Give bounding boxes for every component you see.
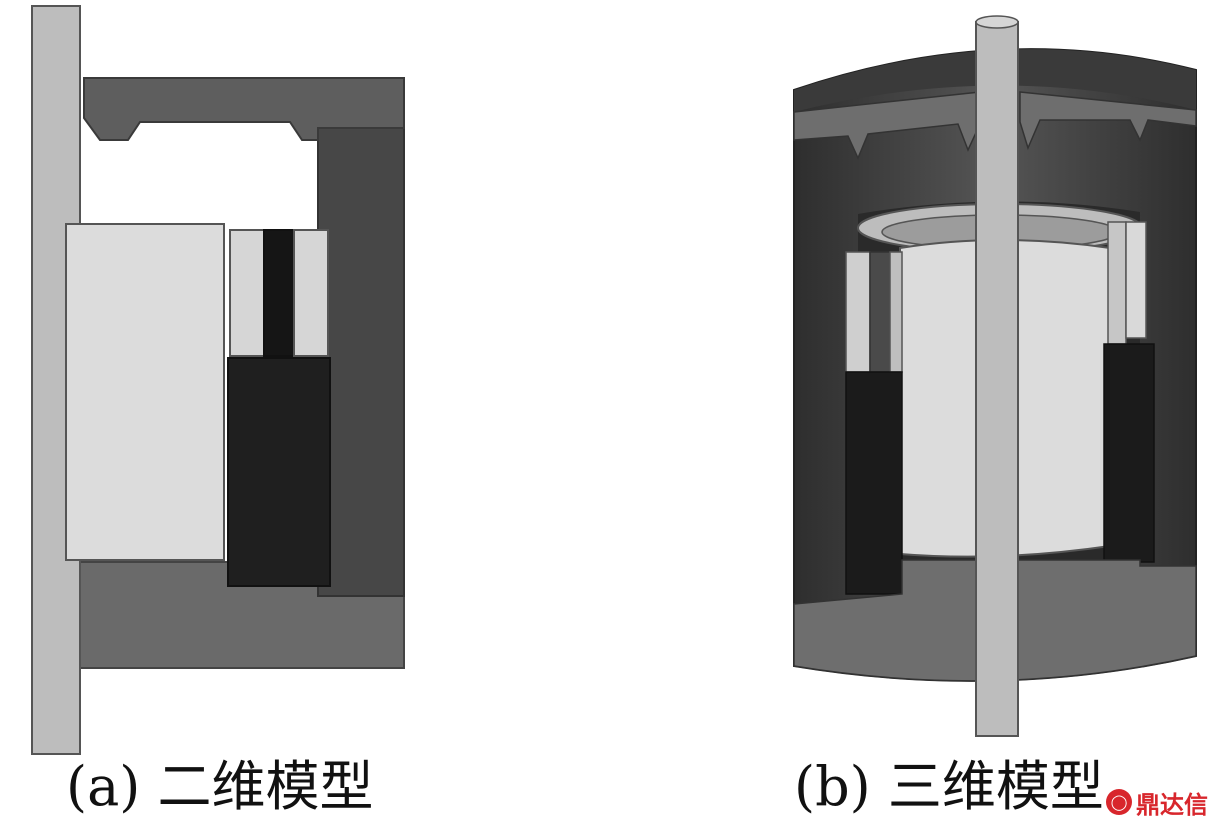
upper-center-bar — [263, 229, 295, 357]
rod-top — [975, 15, 1019, 29]
2d-model-drawing — [31, 5, 405, 755]
right-sleeve-light — [1107, 221, 1127, 345]
left-sleeve-pale — [889, 251, 903, 373]
watermark: ◯ 鼎达信 — [1106, 784, 1208, 820]
dingdaxin-logo-icon: ◯ — [1106, 789, 1132, 815]
caption-3d-model: (b) 三维模型 — [794, 755, 1104, 818]
panel-2d-model — [0, 0, 600, 827]
watermark-text: 鼎达信 — [1136, 790, 1208, 819]
light-block — [65, 223, 225, 561]
panel-3d-model — [600, 0, 1211, 827]
caption-2d-model: (a) 二维模型 — [66, 755, 374, 818]
right-outer-wall — [317, 127, 405, 597]
left-sleeve-light — [845, 251, 871, 373]
right-black-block — [1103, 343, 1155, 563]
left-black-block — [845, 371, 903, 595]
right-sleeve-pale — [1125, 221, 1147, 339]
left-sleeve-dark — [869, 251, 891, 373]
central-rod-3d — [975, 21, 1019, 737]
upper-left-bar — [229, 229, 265, 357]
upper-right-bar — [293, 229, 329, 357]
lower-dark-block — [227, 357, 331, 587]
cap-section-right — [1019, 91, 1197, 151]
top-cap — [83, 77, 405, 141]
3d-model-drawing — [793, 15, 1197, 737]
